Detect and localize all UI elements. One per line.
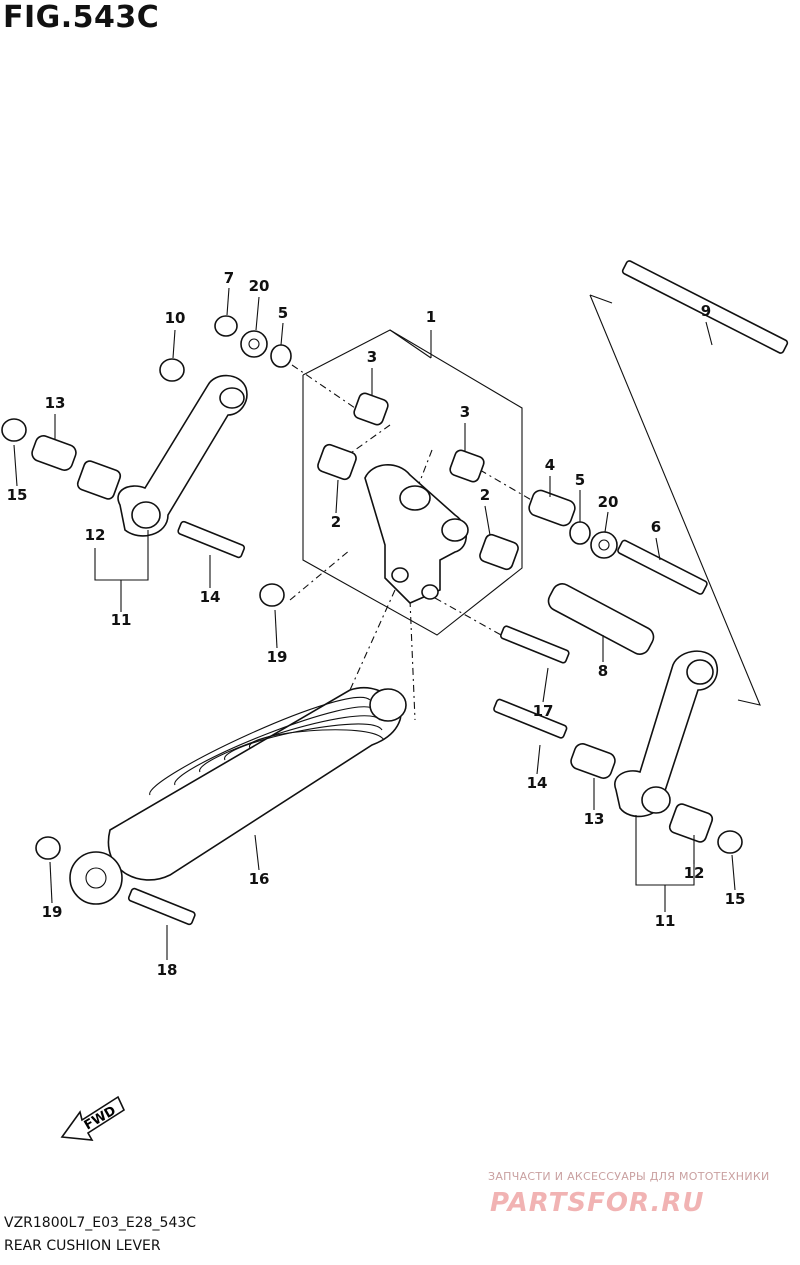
bolts bbox=[127, 260, 789, 926]
callout-5: 5 bbox=[575, 471, 585, 489]
callout-2: 2 bbox=[480, 486, 490, 504]
rear-shock-absorber bbox=[69, 687, 407, 905]
callout-13: 13 bbox=[584, 810, 605, 828]
callout-19: 19 bbox=[42, 903, 63, 921]
callout-17: 17 bbox=[533, 702, 554, 720]
callout-19: 19 bbox=[267, 648, 288, 666]
spacers bbox=[31, 435, 655, 779]
callout-6: 6 bbox=[651, 518, 661, 536]
callout-20: 20 bbox=[598, 493, 619, 511]
callout-2: 2 bbox=[331, 513, 341, 531]
callout-3: 3 bbox=[367, 348, 377, 366]
fwd-arrow: FWD bbox=[60, 1095, 126, 1141]
callout-3: 3 bbox=[460, 403, 470, 421]
callouts: 1 2 2 3 3 4 5 5 6 7 8 9 10 11 11 12 12 1… bbox=[7, 269, 746, 979]
callout-11: 11 bbox=[655, 912, 676, 930]
callout-4: 4 bbox=[545, 456, 555, 474]
part-9-group-outline bbox=[589, 294, 761, 706]
callout-5: 5 bbox=[278, 304, 288, 322]
callout-13: 13 bbox=[45, 394, 66, 412]
cushion-lever bbox=[364, 464, 469, 604]
callout-15: 15 bbox=[7, 486, 28, 504]
callout-11: 11 bbox=[111, 611, 132, 629]
leader-lines bbox=[13, 287, 736, 960]
callout-10: 10 bbox=[165, 309, 186, 327]
figure-caption: REAR CUSHION LEVER bbox=[4, 1238, 161, 1254]
callout-18: 18 bbox=[157, 961, 178, 979]
callout-20: 20 bbox=[249, 277, 270, 295]
nuts-and-washers bbox=[1, 315, 743, 860]
callout-15: 15 bbox=[725, 890, 746, 908]
callout-7: 7 bbox=[224, 269, 234, 287]
callout-9: 9 bbox=[701, 302, 711, 320]
figure-title: FIG.543C bbox=[3, 0, 160, 35]
watermark-tagline: ЗАПЧАСТИ И АКСЕССУАРЫ ДЛЯ МОТОТЕХНИКИ bbox=[488, 1170, 770, 1183]
cushion-rod-right bbox=[614, 650, 719, 818]
bearings bbox=[76, 392, 714, 843]
model-code: VZR1800L7_E03_E28_543C bbox=[4, 1215, 197, 1231]
watermark-brand: PARTSFOR.RU bbox=[490, 1188, 705, 1218]
callout-14: 14 bbox=[527, 774, 548, 792]
callout-8: 8 bbox=[598, 662, 608, 680]
callout-14: 14 bbox=[200, 588, 221, 606]
callout-1: 1 bbox=[426, 308, 436, 326]
callout-12: 12 bbox=[85, 526, 106, 544]
cushion-rod-left bbox=[117, 374, 248, 537]
callout-16: 16 bbox=[249, 870, 270, 888]
part-1-group-outline bbox=[302, 329, 523, 636]
